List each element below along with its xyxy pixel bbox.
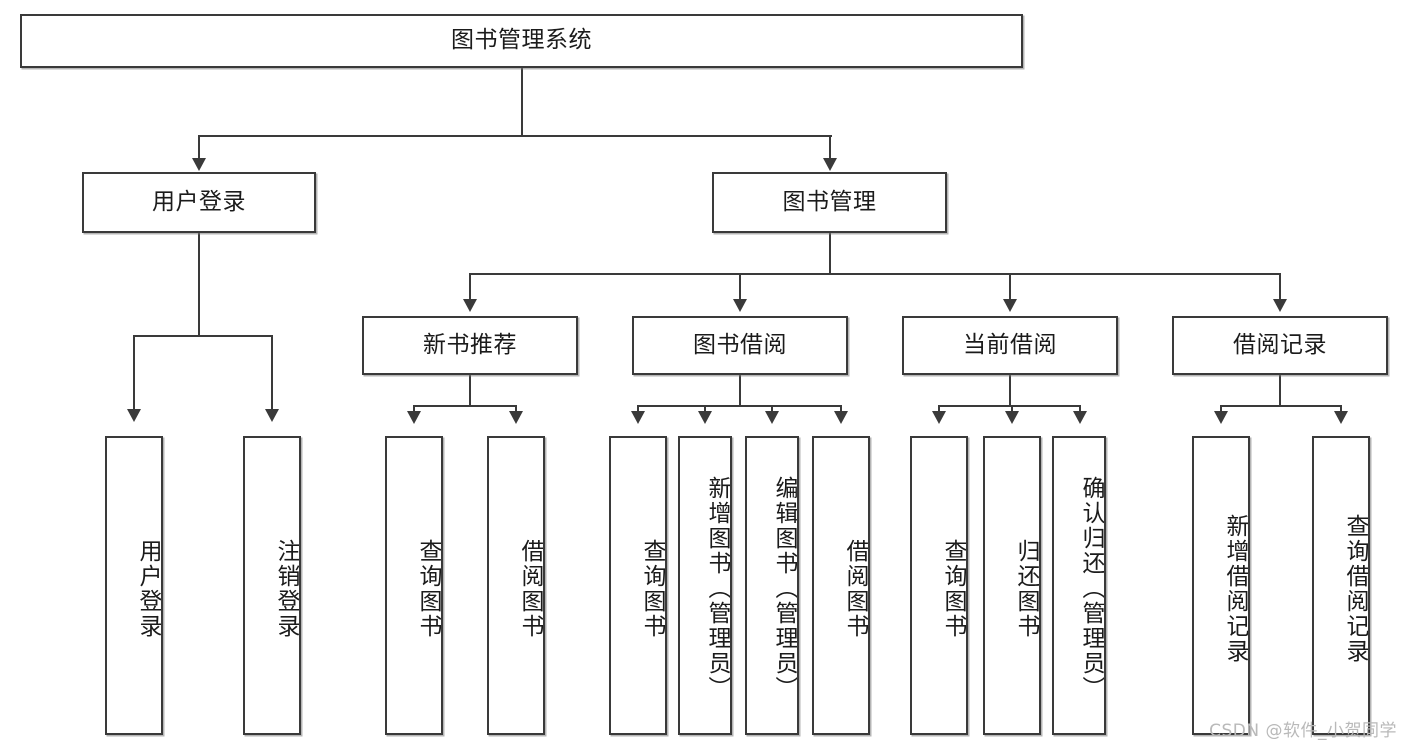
connector-records-bus xyxy=(1220,405,1341,407)
leaf-user-login[interactable]: 用户登录 xyxy=(105,436,163,735)
node-label: 查询图书 xyxy=(639,538,665,639)
leaf-current-query-book[interactable]: 查询图书 xyxy=(910,436,968,735)
node-label: 确认归还（管理员） xyxy=(1078,476,1104,701)
arrow-borrow-to-edit xyxy=(765,411,779,424)
leaf-current-confirm-return-admin[interactable]: 确认归还（管理员） xyxy=(1052,436,1106,735)
connector-current-drop-1 xyxy=(938,405,940,413)
node-new-book-recommend[interactable]: 新书推荐 xyxy=(362,316,578,375)
arrow-bookmgmt-to-newbook xyxy=(463,299,477,312)
arrow-bookmgmt-to-current xyxy=(1003,299,1017,312)
node-label: 注销登录 xyxy=(273,538,299,639)
connector-user-trunk xyxy=(198,233,200,335)
leaf-user-logout[interactable]: 注销登录 xyxy=(243,436,301,735)
connector-borrow-drop-4 xyxy=(840,405,842,413)
arrow-borrow-to-lend xyxy=(834,411,848,424)
node-label: 编辑图书（管理员） xyxy=(771,476,797,701)
leaf-newbook-borrow-book[interactable]: 借阅图书 xyxy=(487,436,545,735)
arrow-records-to-add xyxy=(1214,411,1228,424)
node-label: 用户登录 xyxy=(135,538,161,639)
arrow-current-to-confirm xyxy=(1073,411,1087,424)
node-current-borrow[interactable]: 当前借阅 xyxy=(902,316,1118,375)
connector-user-drop-2 xyxy=(271,335,273,411)
connector-borrow-bus xyxy=(637,405,841,407)
connector-newbook-bus xyxy=(413,405,516,407)
arrow-records-to-query xyxy=(1334,411,1348,424)
node-label: 借阅记录 xyxy=(1233,331,1327,358)
connector-root-trunk xyxy=(521,68,523,135)
connector-bookmgmt-drop-3 xyxy=(1009,273,1011,301)
connector-borrow-trunk xyxy=(739,375,741,405)
connector-bookmgmt-drop-4 xyxy=(1279,273,1281,301)
node-user-login[interactable]: 用户登录 xyxy=(82,172,316,233)
connector-root-drop-user xyxy=(198,135,200,160)
connector-current-drop-2 xyxy=(1011,405,1013,413)
node-label: 新增借阅记录 xyxy=(1222,513,1248,664)
node-label: 新增图书（管理员） xyxy=(704,476,730,701)
leaf-borrow-add-book-admin[interactable]: 新增图书（管理员） xyxy=(678,436,732,735)
arrow-newbook-to-borrow xyxy=(509,411,523,424)
connector-newbook-drop-2 xyxy=(515,405,517,413)
leaf-records-query-record[interactable]: 查询借阅记录 xyxy=(1312,436,1370,735)
connector-current-bus xyxy=(938,405,1080,407)
arrow-current-to-query xyxy=(932,411,946,424)
arrow-bookmgmt-to-records xyxy=(1273,299,1287,312)
arrow-borrow-to-add xyxy=(698,411,712,424)
leaf-borrow-lend-book[interactable]: 借阅图书 xyxy=(812,436,870,735)
arrow-root-to-user-login xyxy=(192,158,206,171)
node-label: 当前借阅 xyxy=(963,331,1057,358)
node-borrow-records[interactable]: 借阅记录 xyxy=(1172,316,1388,375)
leaf-borrow-edit-book-admin[interactable]: 编辑图书（管理员） xyxy=(745,436,799,735)
connector-bookmgmt-drop-2 xyxy=(739,273,741,301)
connector-user-drop-1 xyxy=(133,335,135,411)
arrow-root-to-book-management xyxy=(823,158,837,171)
node-root-system[interactable]: 图书管理系统 xyxy=(20,14,1023,68)
node-label: 新书推荐 xyxy=(423,331,517,358)
connector-newbook-drop-1 xyxy=(413,405,415,413)
csdn-watermark: CSDN @软件_小贺同学 xyxy=(1209,721,1397,741)
node-label: 查询图书 xyxy=(415,538,441,639)
connector-newbook-trunk xyxy=(469,375,471,405)
node-label: 图书借阅 xyxy=(693,331,787,358)
connector-borrow-drop-3 xyxy=(771,405,773,413)
node-label: 借阅图书 xyxy=(517,538,543,639)
node-label: 借阅图书 xyxy=(842,538,868,639)
node-label: 用户登录 xyxy=(152,188,246,215)
connector-bookmgmt-bus xyxy=(469,273,1280,275)
leaf-borrow-query-book[interactable]: 查询图书 xyxy=(609,436,667,735)
connector-user-bus xyxy=(133,335,272,337)
node-label: 归还图书 xyxy=(1013,538,1039,639)
connector-bookmgmt-drop-1 xyxy=(469,273,471,301)
connector-records-drop-2 xyxy=(1340,405,1342,413)
node-label: 图书管理系统 xyxy=(451,27,592,54)
connector-borrow-drop-1 xyxy=(637,405,639,413)
node-label: 查询借阅记录 xyxy=(1342,513,1368,664)
connector-records-trunk xyxy=(1279,375,1281,405)
connector-current-drop-3 xyxy=(1079,405,1081,413)
connector-root-drop-book xyxy=(829,135,831,160)
arrow-current-to-return xyxy=(1005,411,1019,424)
arrow-bookmgmt-to-borrow xyxy=(733,299,747,312)
node-label: 查询图书 xyxy=(940,538,966,639)
leaf-current-return-book[interactable]: 归还图书 xyxy=(983,436,1041,735)
connector-current-trunk xyxy=(1009,375,1011,405)
leaf-records-add-record[interactable]: 新增借阅记录 xyxy=(1192,436,1250,735)
arrow-newbook-to-query xyxy=(407,411,421,424)
leaf-newbook-query-book[interactable]: 查询图书 xyxy=(385,436,443,735)
arrow-user-to-logout xyxy=(265,409,279,422)
connector-bookmgmt-trunk xyxy=(829,233,831,273)
connector-root-bus xyxy=(198,135,832,137)
node-book-borrow[interactable]: 图书借阅 xyxy=(632,316,848,375)
arrow-borrow-to-query xyxy=(631,411,645,424)
node-label: 图书管理 xyxy=(782,188,877,215)
connector-borrow-drop-2 xyxy=(704,405,706,413)
connector-records-drop-1 xyxy=(1220,405,1222,413)
node-book-management[interactable]: 图书管理 xyxy=(712,172,947,233)
arrow-user-to-login xyxy=(127,409,141,422)
